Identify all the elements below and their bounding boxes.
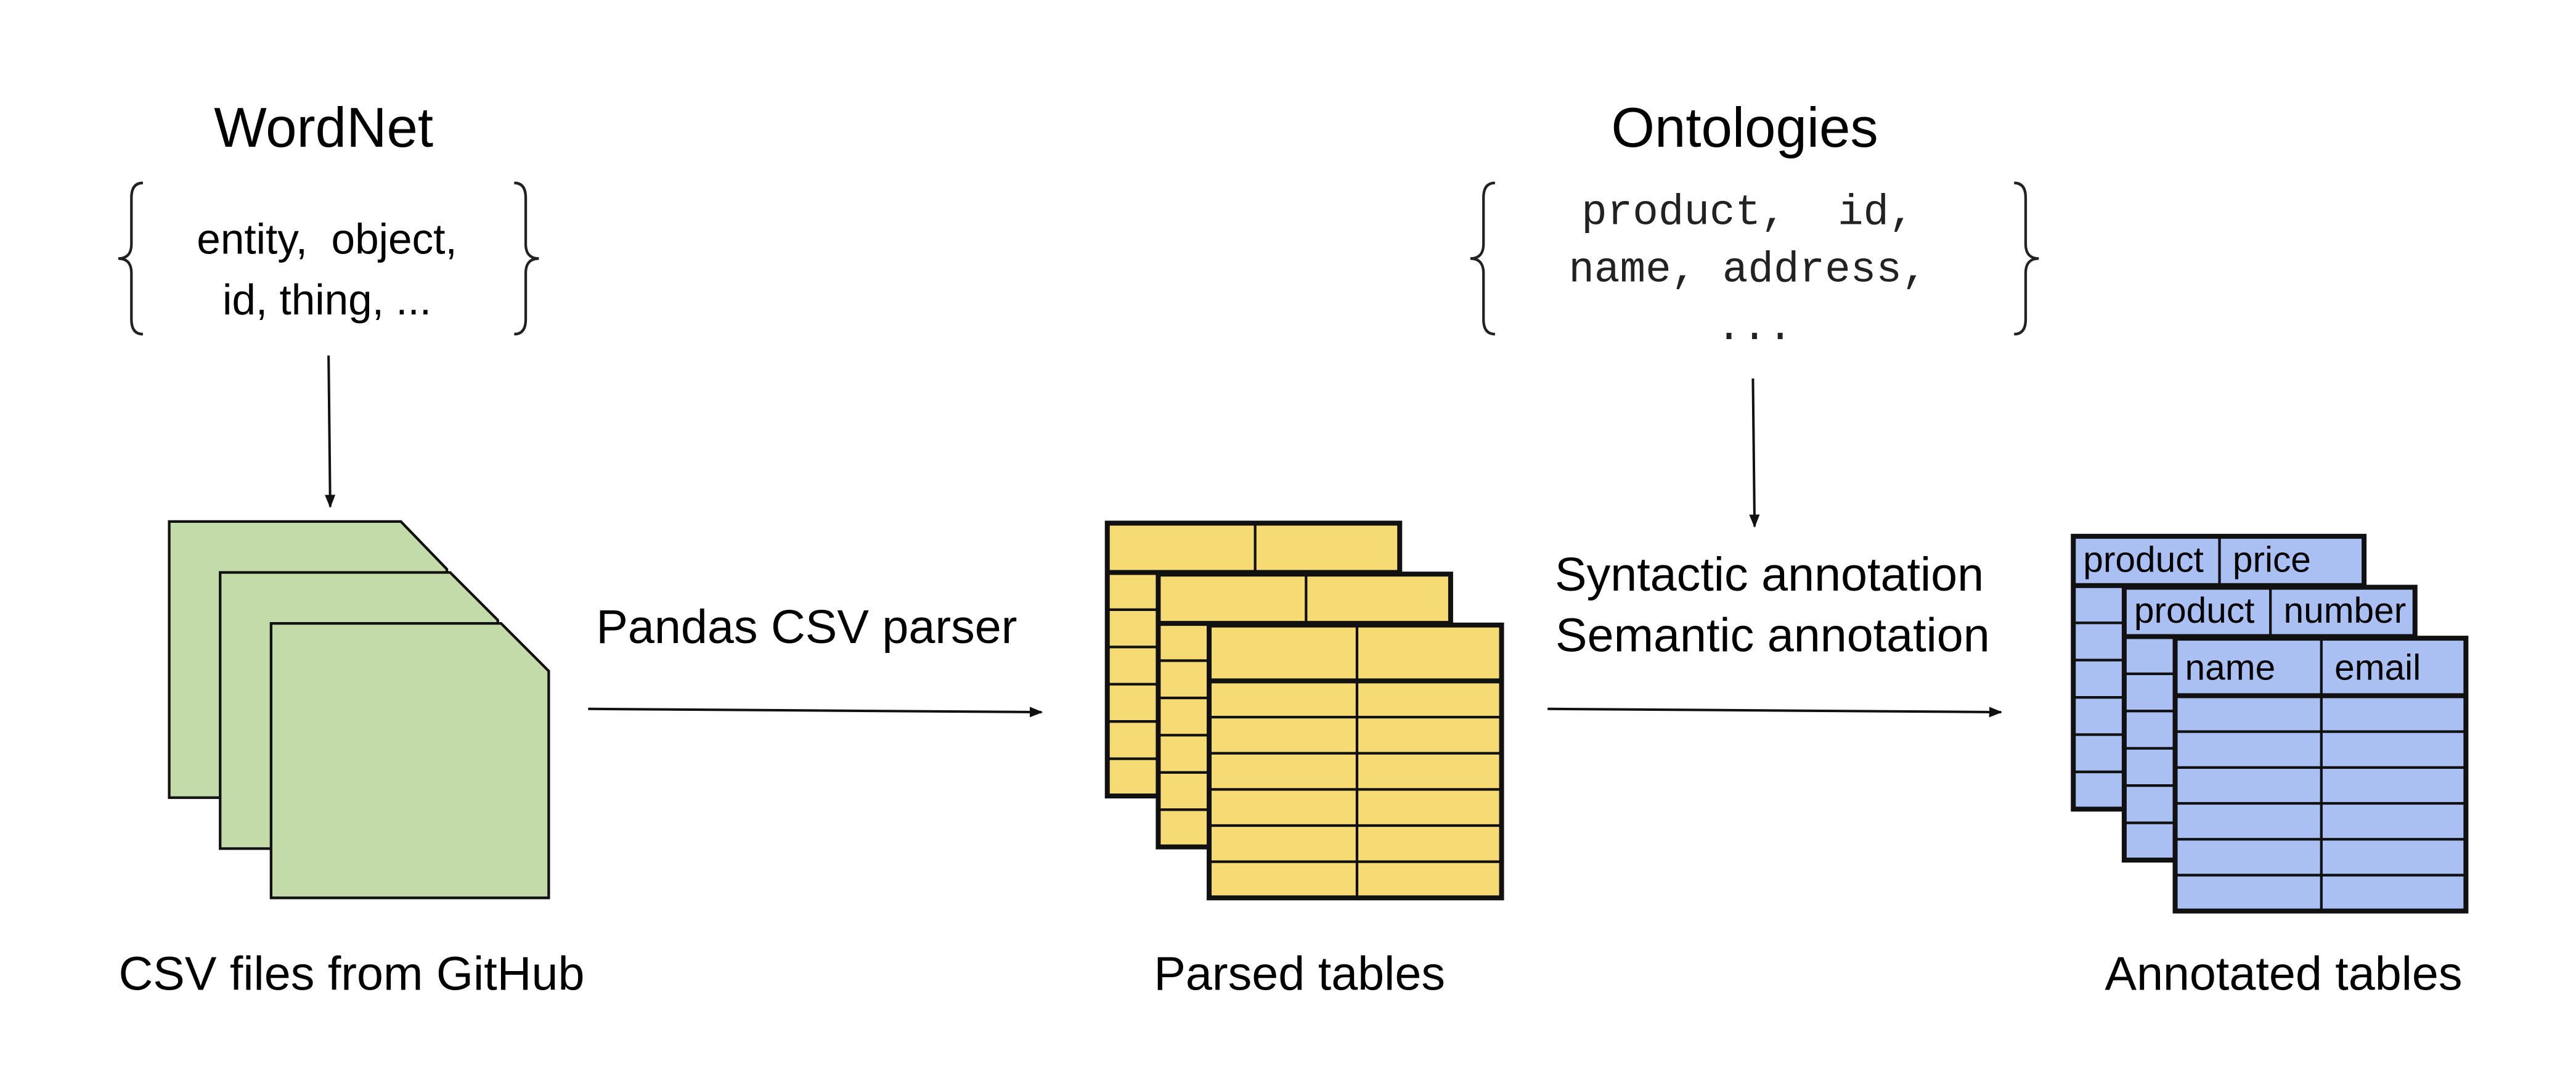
- table-body: [1207, 622, 1504, 901]
- annotate-step-label-syntactic: Syntactic annotation: [1555, 548, 1984, 601]
- ontologies-title: Ontologies: [1611, 97, 1878, 159]
- csv-files-stack: [168, 520, 550, 900]
- wordnet-source: WordNet entity, object, id, thing, ...: [118, 97, 539, 336]
- table-header-cell: price: [2233, 539, 2311, 580]
- table-header-cell: product: [2083, 539, 2204, 580]
- wordnet-title: WordNet: [214, 97, 433, 159]
- table-header-cell: number: [2283, 591, 2406, 631]
- ontologies-terms-line-3: ...: [1716, 303, 1793, 352]
- wordnet-right-brace: [514, 181, 539, 336]
- parse-step-label: Pandas CSV parser: [596, 601, 1017, 654]
- ontologies-arrow: [1749, 378, 1760, 528]
- parsed-tables-stack: [1104, 520, 1504, 901]
- annotated-tables-label: Annotated tables: [2105, 948, 2462, 1001]
- table-header-cell: product: [2134, 591, 2255, 631]
- annotate-arrow: [1547, 707, 2003, 718]
- wordnet-terms-line-1: entity, object,: [197, 215, 457, 263]
- parsed-tables-label: Parsed tables: [1154, 948, 1445, 1001]
- annotate-step-label-semantic: Semantic annotation: [1555, 609, 1990, 662]
- ontologies-right-brace: [2014, 181, 2039, 336]
- wordnet-left-brace: [118, 181, 144, 336]
- ontologies-terms-line-1: product, id,: [1581, 188, 1915, 237]
- csv-files-label: CSV files from GitHub: [118, 948, 584, 1001]
- table-icon: [1207, 622, 1504, 901]
- csv-file-icon: [269, 621, 550, 900]
- wordnet-terms-line-2: id, thing, ...: [222, 276, 431, 324]
- parse-arrow: [588, 707, 1043, 718]
- ontologies-left-brace: [1470, 181, 1496, 336]
- ontologies-terms-line-2: name, address,: [1568, 246, 1927, 295]
- table-icon: name email: [2172, 636, 2469, 914]
- ontologies-source: Ontologies product, id, name, address, .…: [1470, 97, 2039, 352]
- table-header-cell: name: [2185, 647, 2276, 687]
- table-header-cell: email: [2334, 647, 2421, 687]
- wordnet-arrow: [325, 355, 336, 508]
